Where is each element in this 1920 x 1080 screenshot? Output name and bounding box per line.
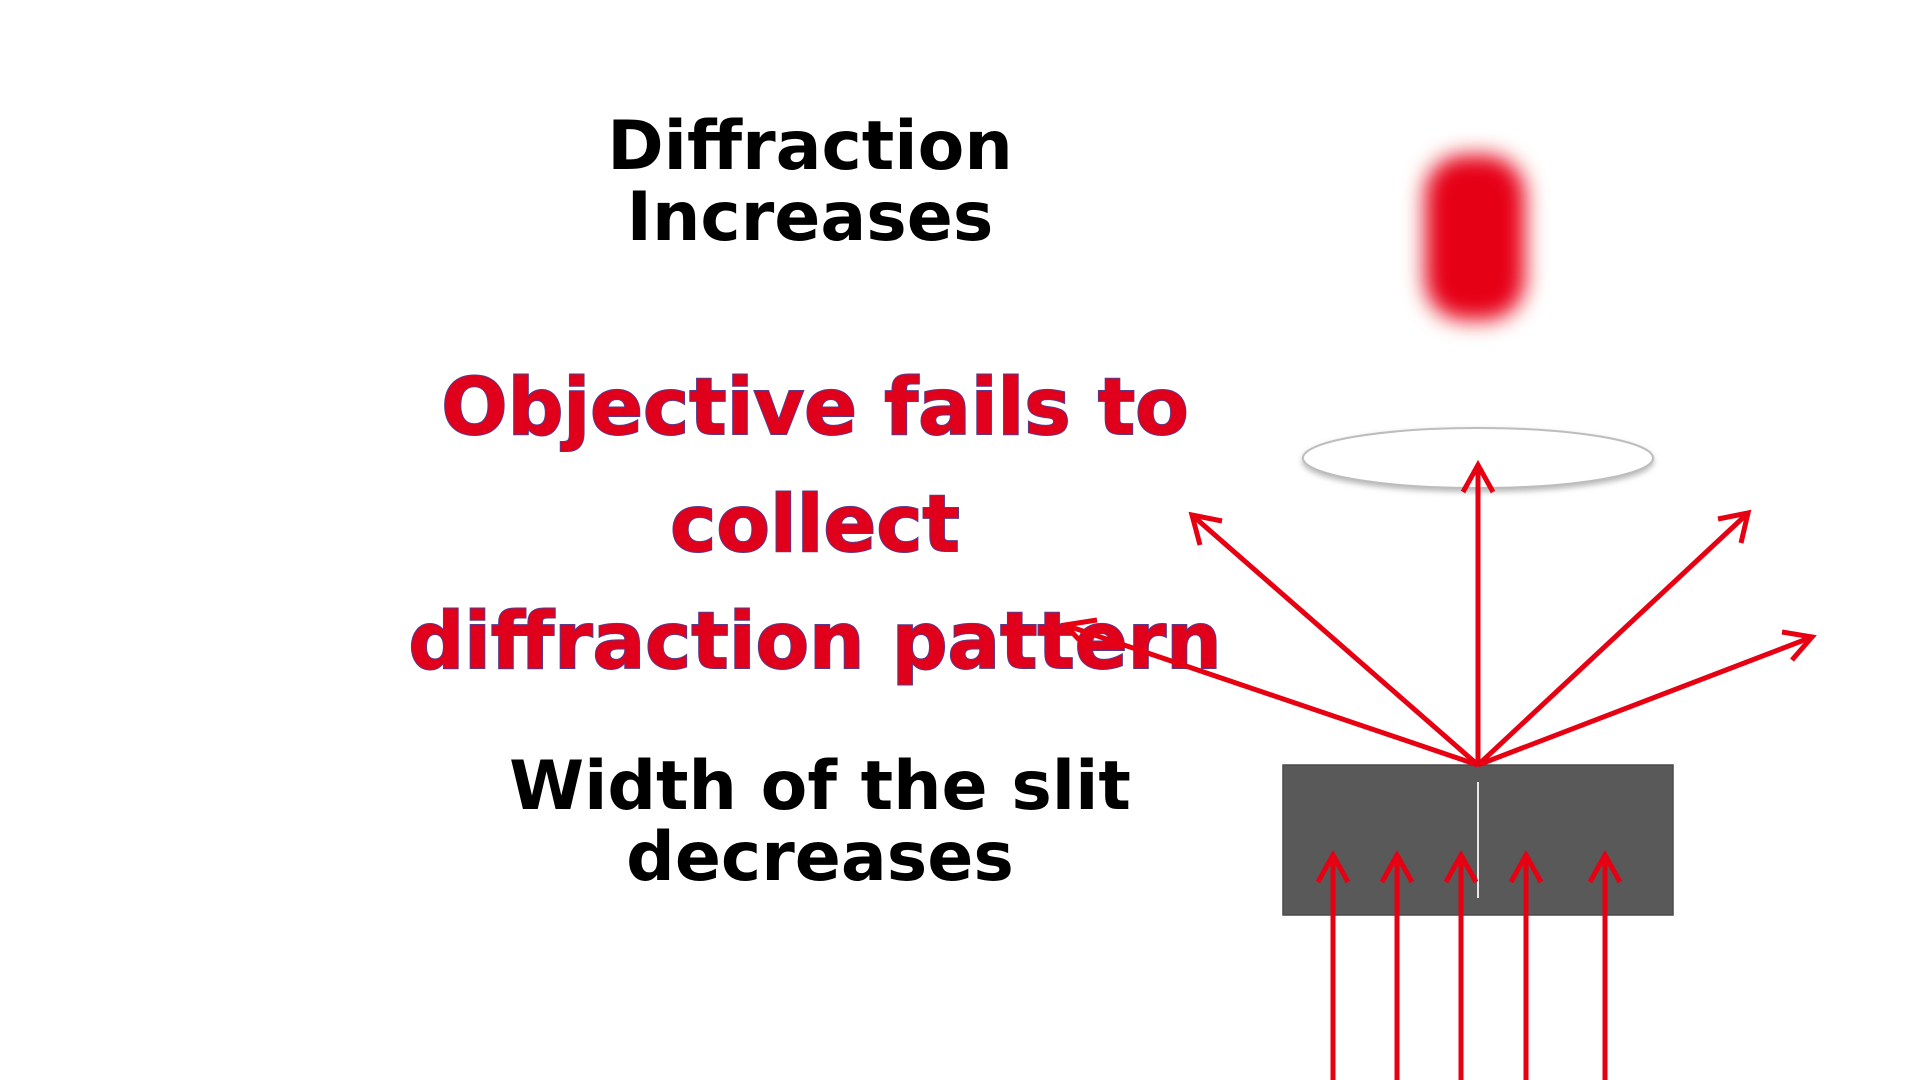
diffracted-ray-left-head xyxy=(1188,511,1223,546)
diffracted-ray-far-left xyxy=(1064,622,1479,768)
blurred-image-spot xyxy=(1425,155,1525,320)
diffracted-ray-center-head xyxy=(1460,459,1496,494)
diffracted-ray-far-left-head xyxy=(1059,617,1098,650)
diffracted-ray-right-head xyxy=(1717,509,1752,544)
diffraction-increases-label: Diffraction Increases xyxy=(607,107,1013,257)
slit-width-decreases-label: Width of the slit decreases xyxy=(509,747,1131,897)
objective-fails-label: Objective fails to collect diffraction p… xyxy=(407,362,1222,688)
diffracted-ray-left xyxy=(1190,513,1480,767)
diffracted-ray-right xyxy=(1476,511,1750,767)
slit-block xyxy=(1282,764,1674,916)
diffracted-ray-far-right-head xyxy=(1781,629,1817,662)
diffracted-rays xyxy=(1059,459,1817,768)
incident-ray-arrowheads xyxy=(1315,849,1623,915)
diffracted-ray-far-right xyxy=(1477,634,1813,768)
